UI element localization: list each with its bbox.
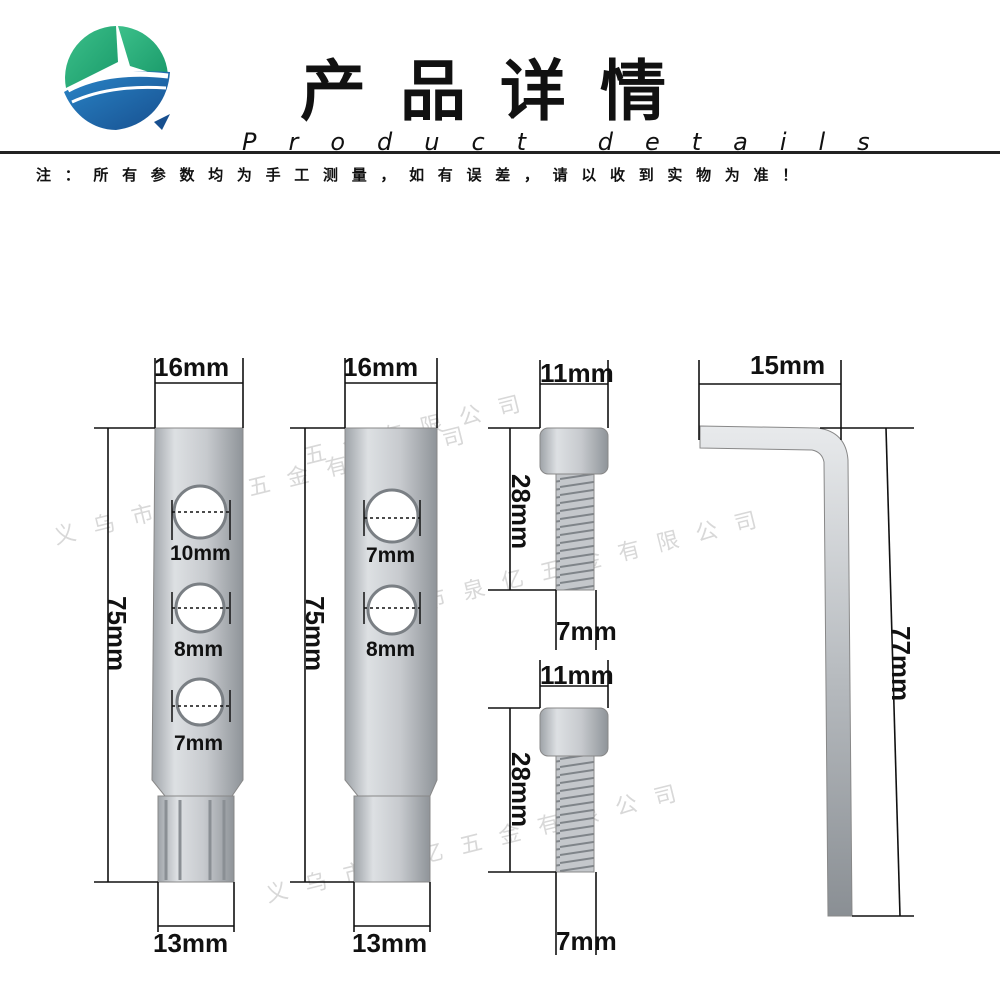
- hex-key: [699, 425, 853, 917]
- brand-logo: [64, 26, 170, 130]
- measurement-note: 注：所有参数均为手工测量，如有误差，请以收到实物为准！: [36, 166, 811, 184]
- screw-bottom-head: 11mm: [540, 660, 614, 690]
- bar-a: [151, 427, 244, 883]
- bar-b-length: 75mm: [300, 596, 330, 672]
- hole-guides: [172, 511, 420, 707]
- screw-bottom-length: 28mm: [506, 752, 536, 828]
- hex-key-short-arm: 15mm: [750, 350, 826, 380]
- bar-a-length: 75mm: [102, 596, 132, 672]
- bar-b: [344, 427, 438, 883]
- bar-a-bottom-width: 13mm: [153, 928, 229, 958]
- bar-b-hole-2: 8mm: [366, 638, 416, 661]
- screw-bottom-thread: 7mm: [556, 926, 617, 956]
- bar-a-hole-2: 8mm: [174, 638, 224, 661]
- bar-a-hole-3: 7mm: [174, 732, 224, 755]
- dimension-lines: [94, 358, 914, 955]
- screw-bottom: [539, 707, 609, 873]
- bar-b-hole-1: 7mm: [366, 544, 416, 567]
- header-divider: [0, 151, 1000, 154]
- bar-a-hole-1: 10mm: [170, 542, 231, 565]
- hole-ticks: [171, 500, 421, 722]
- screw-top-length: 28mm: [506, 474, 536, 550]
- bar-a-top-width: 16mm: [154, 352, 230, 382]
- screw-top: [539, 427, 609, 591]
- screw-top-thread: 7mm: [556, 616, 617, 646]
- screw-top-head: 11mm: [540, 358, 614, 388]
- hex-key-long-arm: 77mm: [886, 626, 916, 702]
- bar-b-top-width: 16mm: [343, 352, 419, 382]
- page-title: 产品详情: [300, 53, 700, 130]
- bar-b-bottom-width: 13mm: [352, 928, 428, 958]
